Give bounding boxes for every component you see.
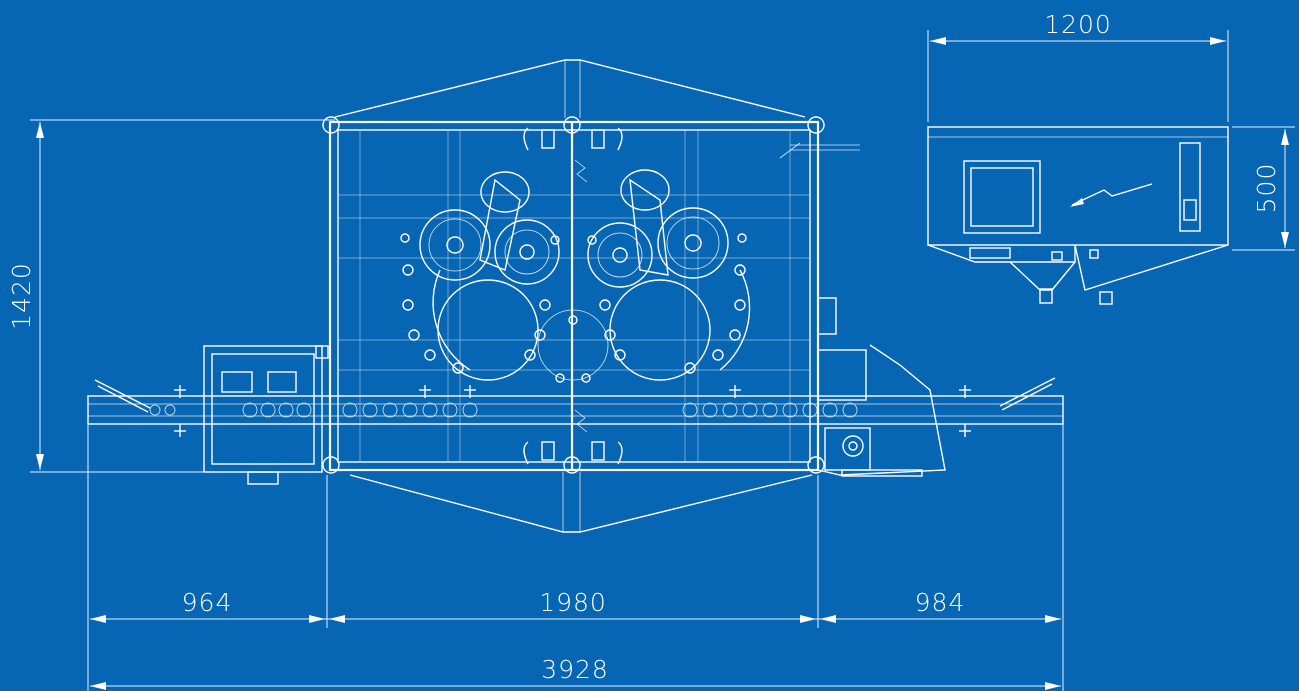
- dim-top-width: 1200: [1044, 10, 1112, 39]
- conveyor: [87, 377, 1064, 437]
- plan-view: [87, 59, 1064, 533]
- dim-right-section: 984: [915, 588, 966, 617]
- right-rotary-unit: [587, 169, 751, 381]
- dim-side-depth: 500: [1252, 163, 1281, 214]
- dimension-lines: [30, 30, 1295, 691]
- dim-middle-section: 1980: [539, 588, 607, 617]
- side-view: [927, 126, 1229, 305]
- outfeed-unit: [817, 297, 946, 477]
- dim-height: 1420: [7, 262, 36, 330]
- dim-left-section: 964: [182, 588, 233, 617]
- infeed-unit: [203, 345, 329, 485]
- dim-total-length: 3928: [541, 655, 609, 684]
- left-rotary-unit: [400, 171, 560, 381]
